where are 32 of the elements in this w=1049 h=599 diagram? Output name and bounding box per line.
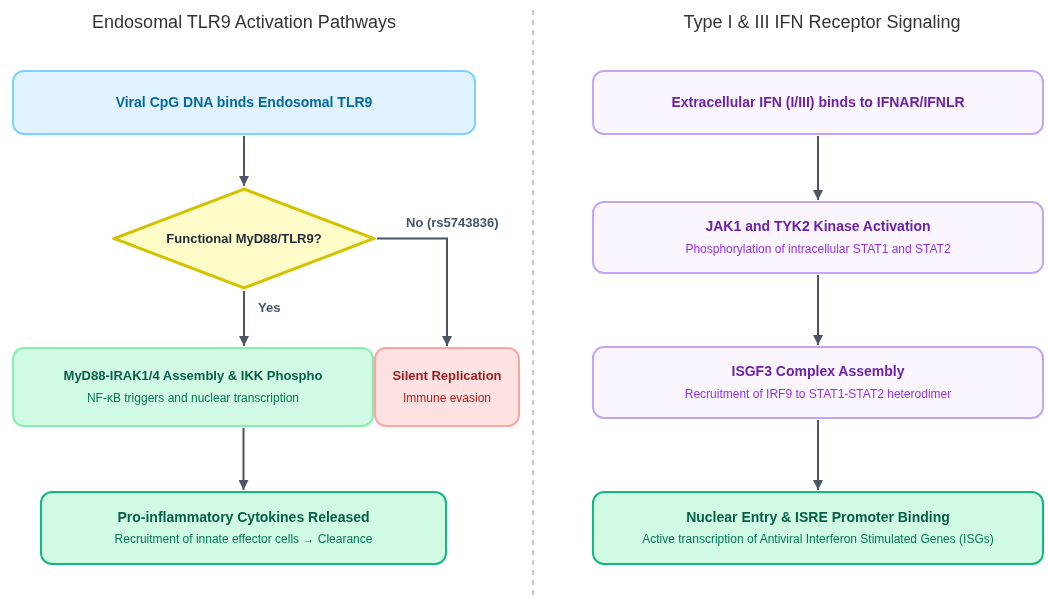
arrow xyxy=(239,290,249,347)
box-title: Pro-inflammatory Cytokines Released xyxy=(117,508,370,527)
process-box xyxy=(12,347,374,427)
box-subtitle: Active transcription of Antiviral Interferon Stimulated Genes (ISGs) xyxy=(642,532,994,548)
arrow xyxy=(813,274,823,346)
box-subtitle: Recruitment of innate effector cells → Clearance xyxy=(114,532,373,548)
arrow xyxy=(239,135,249,187)
outcome-box xyxy=(374,347,520,427)
section-heading: Type I & III IFN Receptor Signaling xyxy=(682,11,962,34)
process-box xyxy=(592,70,1044,135)
box-title: JAK1 and TYK2 Kinase Activation xyxy=(705,218,931,236)
box-title: Extracellular IFN (I/III) binds to IFNAR/IFNLR xyxy=(671,93,965,112)
box-subtitle: Phosphorylation of intracellular STAT1 and STAT2 xyxy=(685,241,951,257)
box-title: ISGF3 Complex Assembly xyxy=(731,363,905,381)
box-subtitle: Recruitment of IRF9 to STAT1-STAT2 heterodimer xyxy=(684,386,952,402)
process-box xyxy=(12,70,476,135)
decision-text: Functional MyD88/TLR9? xyxy=(166,229,322,248)
process-box xyxy=(592,201,1044,274)
outcome-box xyxy=(592,491,1044,565)
arrow xyxy=(813,135,823,201)
box-subtitle: Immune evasion xyxy=(402,390,491,406)
outcome-box xyxy=(40,491,447,565)
box-subtitle: NF-κB triggers and nuclear transcription xyxy=(86,390,300,406)
box-title: Viral CpG DNA binds Endosomal TLR9 xyxy=(115,93,373,112)
box-title: MyD88-IRAK1/4 Assembly & IKK Phospho xyxy=(63,368,323,385)
box-title: Silent Replication xyxy=(392,368,502,385)
process-box xyxy=(592,346,1044,419)
section-heading: Endosomal TLR9 Activation Pathways xyxy=(91,11,397,34)
box-title: Nuclear Entry & ISRE Promoter Binding xyxy=(686,508,950,527)
arrow xyxy=(238,427,249,491)
arrow xyxy=(813,419,823,491)
arrow xyxy=(376,237,452,347)
